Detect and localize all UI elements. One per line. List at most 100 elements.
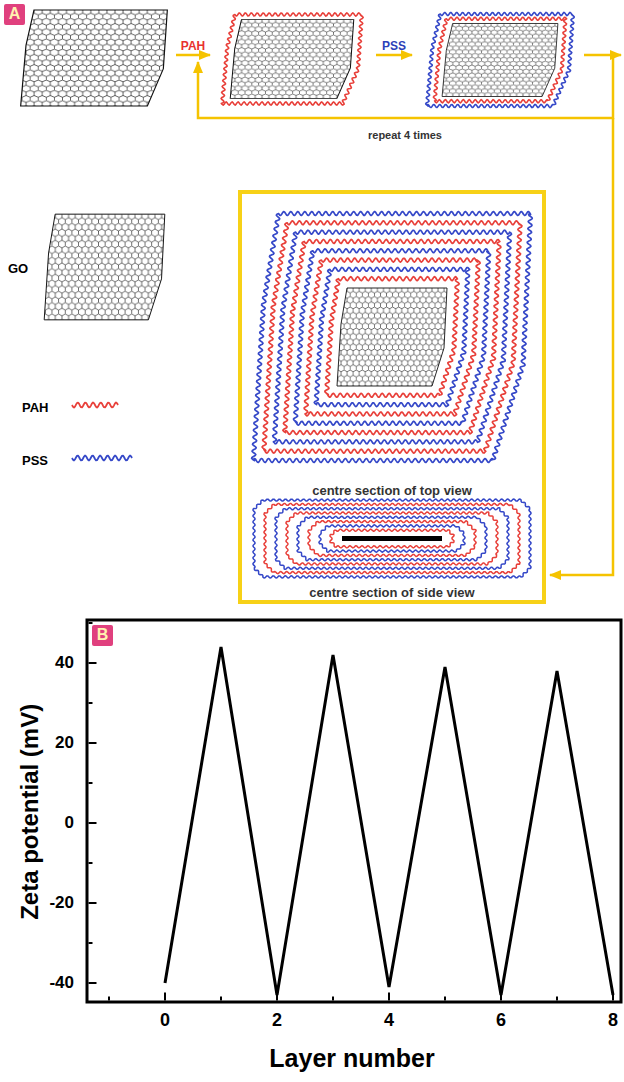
pah-chain xyxy=(308,521,476,557)
axis-tick xyxy=(89,862,93,864)
go-sheet xyxy=(228,18,356,100)
tick-label-holder: 4 xyxy=(384,1010,394,1031)
pss-chain xyxy=(273,230,512,444)
legend-label-holder: PSS xyxy=(22,451,48,469)
data-line xyxy=(165,647,613,995)
pss-chain xyxy=(275,508,509,570)
tick-label-holder: 6 xyxy=(496,1010,506,1031)
axis-tick xyxy=(89,942,93,944)
axis-tick xyxy=(89,822,97,824)
tick-label: 0 xyxy=(65,813,74,833)
step-label-holder: PSS xyxy=(382,36,406,54)
axis-tick xyxy=(89,622,93,624)
pah-chain xyxy=(221,13,363,105)
pss-chain xyxy=(252,212,533,463)
tick-label: 4 xyxy=(384,1010,394,1031)
tick-label: 2 xyxy=(272,1010,282,1031)
process-arrow xyxy=(376,54,412,57)
axis-tick xyxy=(89,782,93,784)
pss-chain xyxy=(426,12,575,107)
panel-letter: B xyxy=(92,626,113,644)
yellow-frame: centre section of top view centre section… xyxy=(238,190,546,604)
step-label-holder: PAH xyxy=(181,36,205,54)
tick-label-holder: -40 xyxy=(49,973,74,993)
process-arrow xyxy=(584,54,621,57)
repeat-loop xyxy=(198,55,613,118)
process-arrow xyxy=(550,118,613,575)
pss-chain xyxy=(253,499,531,578)
pah-chain xyxy=(304,258,480,416)
axis-title: Zeta potential (mV) xyxy=(16,704,44,920)
tick-label-holder: -20 xyxy=(49,893,74,913)
go-sheet xyxy=(335,286,449,388)
legend-label-holder: PAH xyxy=(22,398,48,416)
pss-chain xyxy=(314,267,469,406)
panel-tag: A xyxy=(4,4,25,25)
step-label: PSS xyxy=(382,40,406,54)
pah-chain xyxy=(330,529,454,548)
pah-chain xyxy=(433,17,566,103)
loop-label: repeat 4 times xyxy=(368,129,442,142)
process-arrow xyxy=(176,54,210,57)
legend-label: PAH xyxy=(22,401,48,416)
legend-label: GO xyxy=(8,262,28,277)
axis-tick xyxy=(556,997,558,1001)
view-caption-holder: centre section of side view xyxy=(307,583,476,601)
tick-label: 6 xyxy=(496,1010,506,1031)
pah-chain xyxy=(283,239,501,434)
axis-title: Layer number xyxy=(269,1044,434,1073)
legend-label-holder: GO xyxy=(8,259,28,277)
axis-tick xyxy=(220,997,222,1001)
tick-label-holder: 8 xyxy=(608,1010,618,1031)
tick-label-holder: 2 xyxy=(272,1010,282,1031)
legend-label: PSS xyxy=(22,454,48,469)
axis-tick xyxy=(500,993,502,1001)
tick-label: 8 xyxy=(608,1010,618,1031)
pah-chain xyxy=(262,221,522,453)
pss-sample xyxy=(72,456,132,461)
panel-letter: A xyxy=(4,5,25,23)
go-bar xyxy=(342,536,442,541)
go-sheet xyxy=(18,8,170,108)
loop-label-holder: repeat 4 times xyxy=(368,125,442,143)
step-label: PAH xyxy=(181,40,205,54)
axis-tick xyxy=(89,662,97,664)
axis-tick xyxy=(164,993,166,1001)
tick-label-holder: 20 xyxy=(55,733,74,753)
axis-title-holder: Layer number xyxy=(269,1044,434,1073)
axis-tick xyxy=(332,997,334,1001)
axis-tick xyxy=(108,997,110,1001)
pah-chain xyxy=(286,512,498,565)
go-sheet xyxy=(42,212,167,322)
pah-chain xyxy=(264,503,520,573)
tick-label: -40 xyxy=(49,973,74,993)
axis-tick xyxy=(444,997,446,1001)
pss-chain xyxy=(293,249,490,425)
view-caption: centre section of top view xyxy=(310,484,474,499)
axis-tick xyxy=(388,993,390,1001)
tick-label-holder: 0 xyxy=(160,1010,170,1031)
panel-tag: B xyxy=(92,625,113,646)
view-caption-holder: centre section of top view xyxy=(310,481,474,499)
axis-tick xyxy=(612,993,614,1001)
pss-chain xyxy=(319,525,465,552)
axis-tick xyxy=(89,902,97,904)
axis-tick xyxy=(89,702,93,704)
tick-label: -20 xyxy=(49,893,74,913)
view-caption: centre section of side view xyxy=(307,586,476,601)
axis-tick xyxy=(276,993,278,1001)
tick-label: 20 xyxy=(55,733,74,753)
tick-label-holder: 0 xyxy=(65,813,74,833)
axis-tick xyxy=(89,742,97,744)
chart-frame xyxy=(87,620,621,1002)
axis-tick xyxy=(89,982,97,984)
tick-label: 40 xyxy=(55,653,74,673)
pss-chain xyxy=(297,516,487,561)
pah-chain xyxy=(325,277,459,398)
go-sheet xyxy=(440,22,560,98)
pah-sample xyxy=(72,403,118,408)
tick-label: 0 xyxy=(160,1010,170,1031)
tick-label-holder: 40 xyxy=(55,653,74,673)
